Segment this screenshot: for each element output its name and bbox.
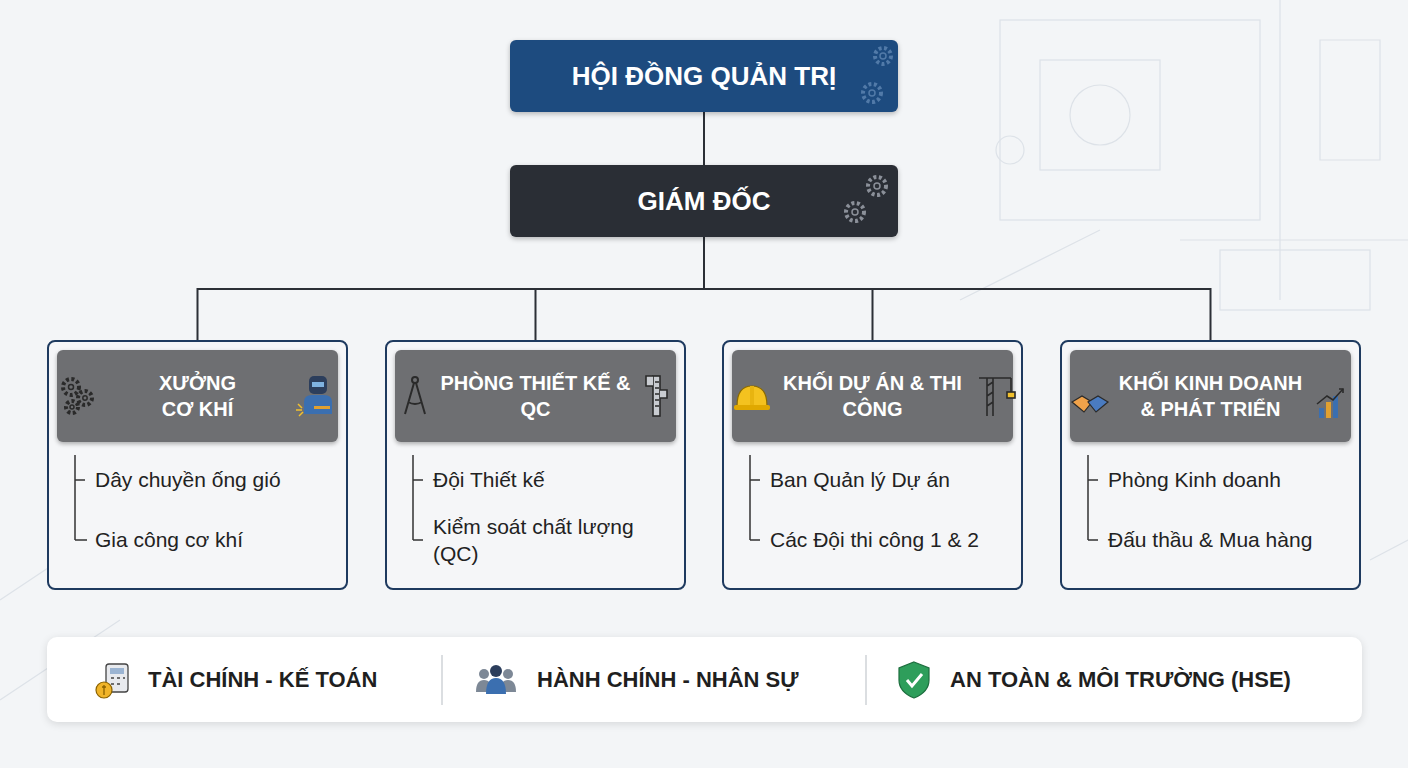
support-label: AN TOÀN & MÔI TRƯỜNG (HSE) [950,667,1291,693]
list-item: Gia công cơ khí [95,526,342,553]
box-label: PHÒNG THIẾT KẾ & QC [435,370,636,422]
list-item: Ban Quản lý Dự án [770,466,1017,493]
finance-icon [96,664,128,698]
department-header: KHỐI KINH DOANH & PHÁT TRIỂN [1070,350,1351,442]
shield-icon [899,662,929,698]
department-panel: Đội Thiết kế Kiểm soát chất lượng (QC) PHÒ… [385,340,686,590]
box-label: XƯỞNG CƠ KHÍ [143,370,253,422]
org-connector [198,237,705,340]
list-item: Dây chuyền ống gió [95,466,342,493]
org-box: GIÁM ĐỐC [510,165,898,237]
list-item: Kiểm soát chất lượng (QC) [433,513,680,568]
list-item: Các Đội thi công 1 & 2 [770,526,1017,553]
box-label: KHỐI DỰ ÁN & THI CÔNG [772,370,973,422]
box-label: KHỐI KINH DOANH & PHÁT TRIỂN [1110,370,1311,422]
org-connector [704,237,1211,340]
list-item: Phòng Kinh doanh [1108,466,1355,493]
box-label: HỘI ĐỒNG QUẢN TRỊ [572,61,836,92]
list-item: Đội Thiết kế [433,466,680,493]
department-panel: Dây chuyền ống gióGia công cơ khí XƯỞNG C… [47,340,348,590]
band-divider [442,655,866,705]
org-connector [536,237,705,340]
people-icon [476,665,516,694]
org-connector [704,237,873,340]
department-header: PHÒNG THIẾT KẾ & QC [395,350,676,442]
department-panel: Ban Quản lý Dự án Các Đội thi công 1 & 2 K… [722,340,1023,590]
box-label: GIÁM ĐỐC [638,186,771,217]
department-header: KHỐI DỰ ÁN & THI CÔNG [732,350,1013,442]
support-label: TÀI CHÍNH - KẾ TOÁN [148,667,377,693]
department-header: XƯỞNG CƠ KHÍ [57,350,338,442]
list-item: Đấu thầu & Mua hàng [1108,526,1355,553]
department-panel: Phòng Kinh doanhĐấu thầu & Mua hàng KHỐI … [1060,340,1361,590]
org-connector [704,112,705,165]
org-box: HỘI ĐỒNG QUẢN TRỊ [510,40,898,112]
support-label: HÀNH CHÍNH - NHÂN SỰ [537,667,798,693]
